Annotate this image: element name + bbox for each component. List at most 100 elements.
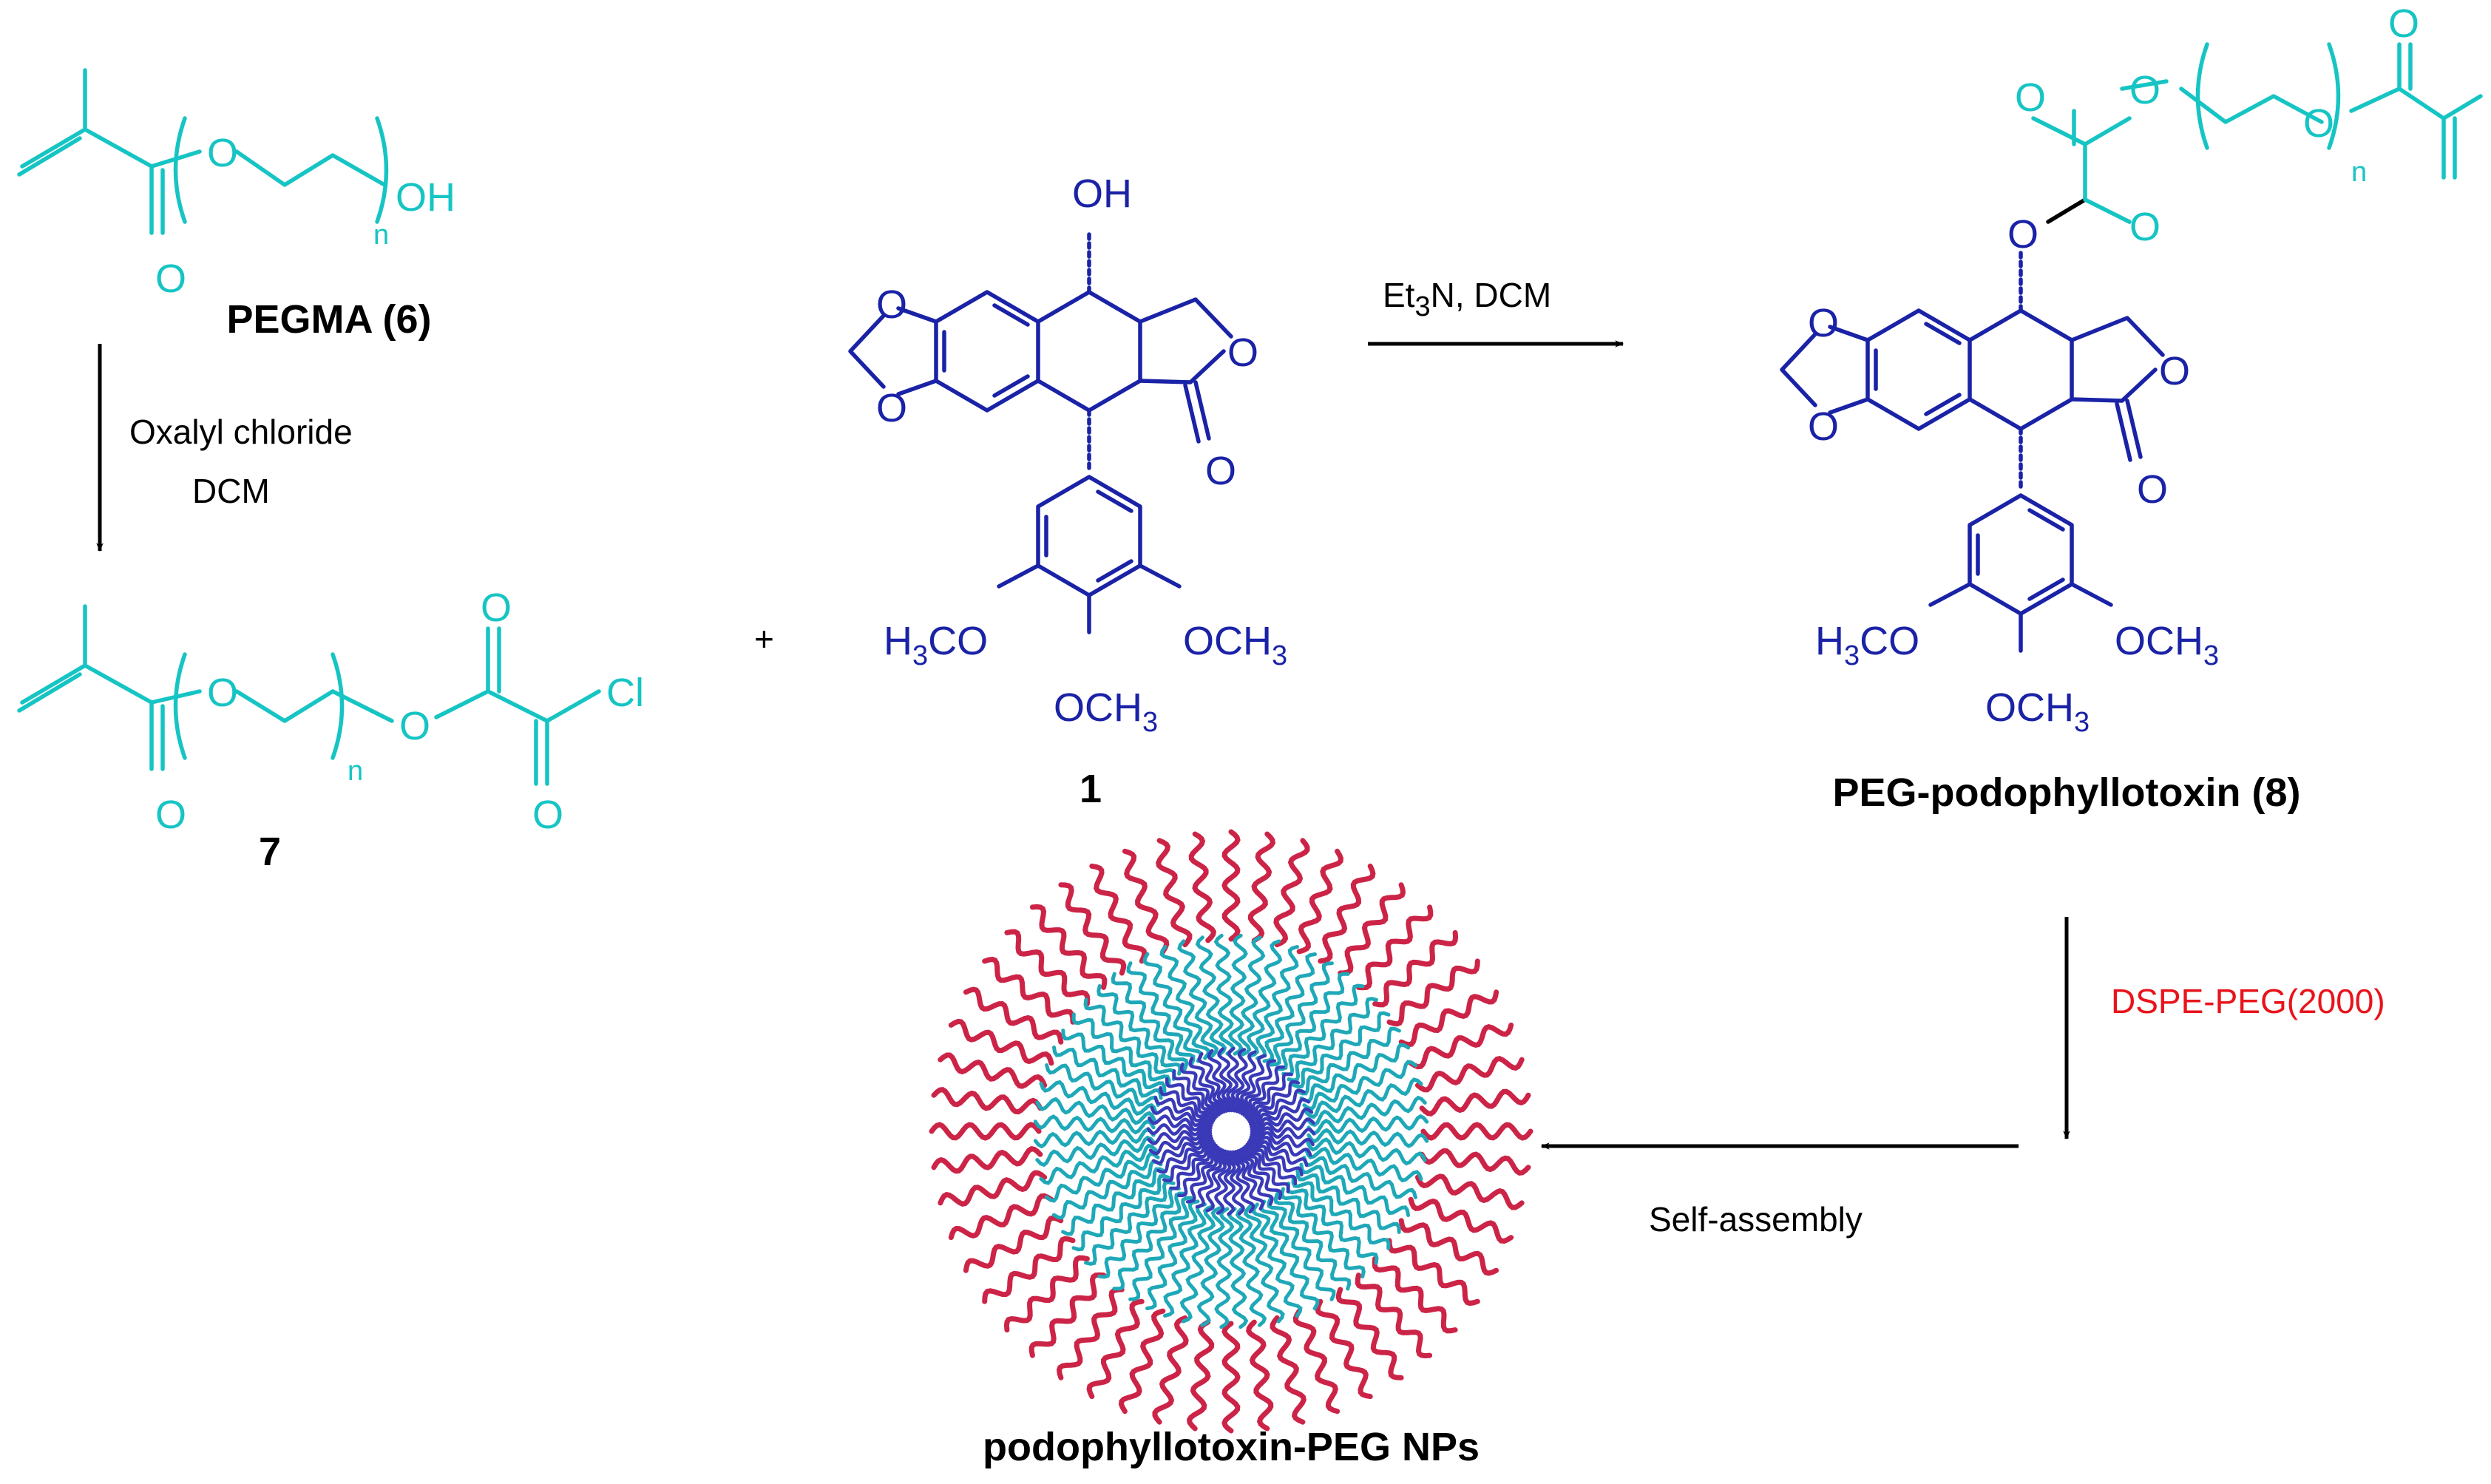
plus-sign: + xyxy=(754,620,774,658)
peg-chain xyxy=(1235,1206,1267,1327)
corona-chain xyxy=(1408,1022,1514,1070)
peg-chain xyxy=(1275,972,1350,1071)
self-assembly-label: Self-assembly xyxy=(1649,1200,1863,1239)
peg-chain xyxy=(1243,1205,1285,1324)
core-chain xyxy=(1176,1145,1220,1198)
core-chain xyxy=(1162,1140,1216,1183)
atom-h3co: H3CO xyxy=(884,619,988,671)
atom-o: O xyxy=(876,282,907,327)
core-chain xyxy=(1245,1142,1298,1186)
atom-o: O xyxy=(2015,75,2046,120)
pegma-label: PEGMA (6) xyxy=(226,297,431,342)
peg-chain xyxy=(1061,1167,1167,1236)
corona-chain xyxy=(963,986,1064,1045)
corona-chain xyxy=(1004,929,1091,1007)
corona-chain xyxy=(1386,958,1480,1027)
core-chain xyxy=(1238,1054,1267,1114)
nanoparticle-core-cavity xyxy=(1213,1114,1249,1149)
peg-chain xyxy=(1196,1206,1225,1327)
corona-chain xyxy=(963,1215,1064,1273)
core-chain xyxy=(1234,1148,1265,1210)
peg-chain xyxy=(1287,997,1378,1082)
peg-chain xyxy=(1304,1146,1423,1183)
peg-chain xyxy=(1126,961,1196,1067)
peg-chain xyxy=(1214,1207,1235,1329)
corona-chain xyxy=(1246,1319,1274,1432)
corona-chain xyxy=(1372,929,1459,1008)
peg-chain xyxy=(1033,1114,1156,1135)
atom-o: O xyxy=(2137,467,2168,512)
core-chain xyxy=(1217,1047,1235,1113)
peg-podophyllotoxin-structure: O O O O H3CO OCH3 OCH3 O O O O O n O xyxy=(1782,1,2483,738)
core-chain xyxy=(1172,1069,1219,1118)
core-chain xyxy=(1148,1114,1213,1132)
core-chain xyxy=(1244,1072,1293,1119)
corona-chain xyxy=(1296,848,1344,955)
repeat-n: n xyxy=(2351,157,2367,188)
peg-chain xyxy=(1195,935,1227,1057)
corona-chain xyxy=(1221,1321,1241,1434)
peg-chain xyxy=(1291,1011,1391,1089)
atom-o: O xyxy=(207,131,238,175)
atom-o: O xyxy=(2388,1,2419,46)
peg-chain xyxy=(1306,1095,1427,1128)
atom-o: O xyxy=(2129,68,2160,112)
pegma-structure: O O n OH xyxy=(17,68,455,301)
core-chain xyxy=(1156,1137,1215,1174)
peg-chain xyxy=(1033,1127,1156,1149)
core-chain xyxy=(1188,1057,1225,1115)
atom-o: O xyxy=(1808,301,1839,345)
core-chain xyxy=(1242,1065,1286,1117)
core-chain xyxy=(1159,1085,1216,1122)
atom-o: O xyxy=(2007,212,2038,257)
core-chain xyxy=(1205,1149,1227,1213)
peg-chain xyxy=(1128,1196,1193,1301)
corona-chain xyxy=(1355,904,1434,991)
peg-chain xyxy=(1246,939,1283,1058)
corona-chain xyxy=(1058,882,1127,976)
peg-chain xyxy=(1299,1043,1411,1103)
core-chain xyxy=(1248,1097,1310,1128)
podophyllotoxin-structure: OH O O O O H3CO OCH3 OCH3 xyxy=(850,172,1287,738)
corona-chain xyxy=(938,1052,1048,1089)
atom-o: O xyxy=(155,793,186,837)
peg-chain xyxy=(1267,1196,1336,1301)
corona-chain xyxy=(938,1170,1048,1207)
peg-chain xyxy=(1251,1202,1303,1318)
peg-chain xyxy=(1286,1182,1379,1265)
core-chain xyxy=(1243,1145,1290,1193)
corona-chain xyxy=(1335,1287,1404,1380)
peg-chain xyxy=(1159,944,1211,1060)
core-chain xyxy=(1214,1150,1232,1215)
corona-chain xyxy=(1186,1319,1215,1432)
corona-chain xyxy=(1386,1238,1480,1307)
atom-o: O xyxy=(207,671,238,715)
peg-chain xyxy=(1039,1080,1158,1117)
corona-chain xyxy=(1028,1272,1107,1358)
peg-chain xyxy=(1255,945,1299,1060)
corona-chain xyxy=(1156,838,1193,948)
nanoparticle-label: podophyllotoxin-PEG NPs xyxy=(983,1425,1480,1469)
peg-chain xyxy=(1302,1060,1418,1111)
core-chain xyxy=(1237,1148,1274,1206)
corona-chain xyxy=(982,1236,1076,1304)
core-chain xyxy=(1230,1048,1248,1113)
peg-chain xyxy=(1035,1135,1156,1168)
corona-chain xyxy=(1414,1056,1525,1093)
atom-o: O xyxy=(876,386,907,430)
atom-o: O xyxy=(2303,101,2334,146)
peg-chain xyxy=(1084,1180,1176,1266)
corona-chain xyxy=(1419,1088,1531,1117)
peg-chain xyxy=(1306,1114,1429,1136)
peg-chain xyxy=(1097,984,1182,1076)
peg-chain xyxy=(1035,1097,1156,1125)
peg-chain xyxy=(1213,933,1236,1056)
core-chain xyxy=(1207,1048,1232,1113)
peg-chain xyxy=(1052,1046,1163,1100)
core-chain xyxy=(1226,1046,1240,1113)
core-chain xyxy=(1222,1150,1236,1216)
corona-chain xyxy=(1089,863,1148,964)
atom-och3: OCH3 xyxy=(1054,685,1158,738)
corona-chain xyxy=(982,956,1076,1025)
